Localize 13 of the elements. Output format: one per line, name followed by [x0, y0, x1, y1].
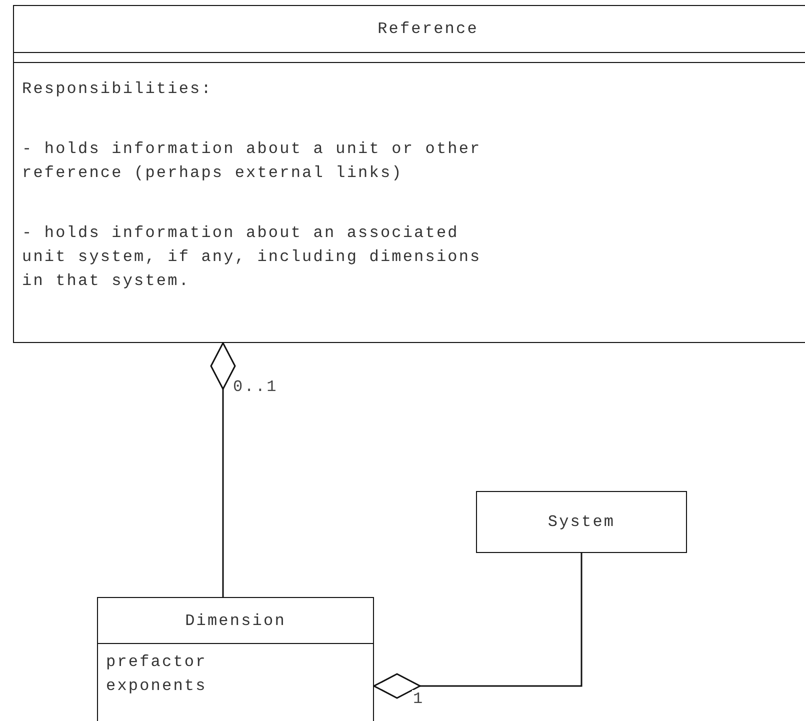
- class-text: - holds information about an associated unit system, if any, including dimensions in that system.: [22, 223, 482, 292]
- aggregation-connector: [210, 342, 236, 597]
- class-box: [97, 597, 374, 721]
- class-text: Responsibilities:: [22, 79, 214, 100]
- class-text: prefactor: [106, 652, 208, 673]
- class-name: Dimension: [185, 610, 286, 632]
- class-box: [13, 5, 805, 343]
- class-name: Reference: [378, 19, 478, 40]
- class-text: - holds information about a unit or other reference (perhaps external links): [22, 139, 482, 184]
- class-box: [476, 491, 687, 553]
- aggregation-connector: [373, 553, 582, 699]
- class-name: System: [548, 512, 616, 532]
- class-text: exponents: [106, 676, 208, 697]
